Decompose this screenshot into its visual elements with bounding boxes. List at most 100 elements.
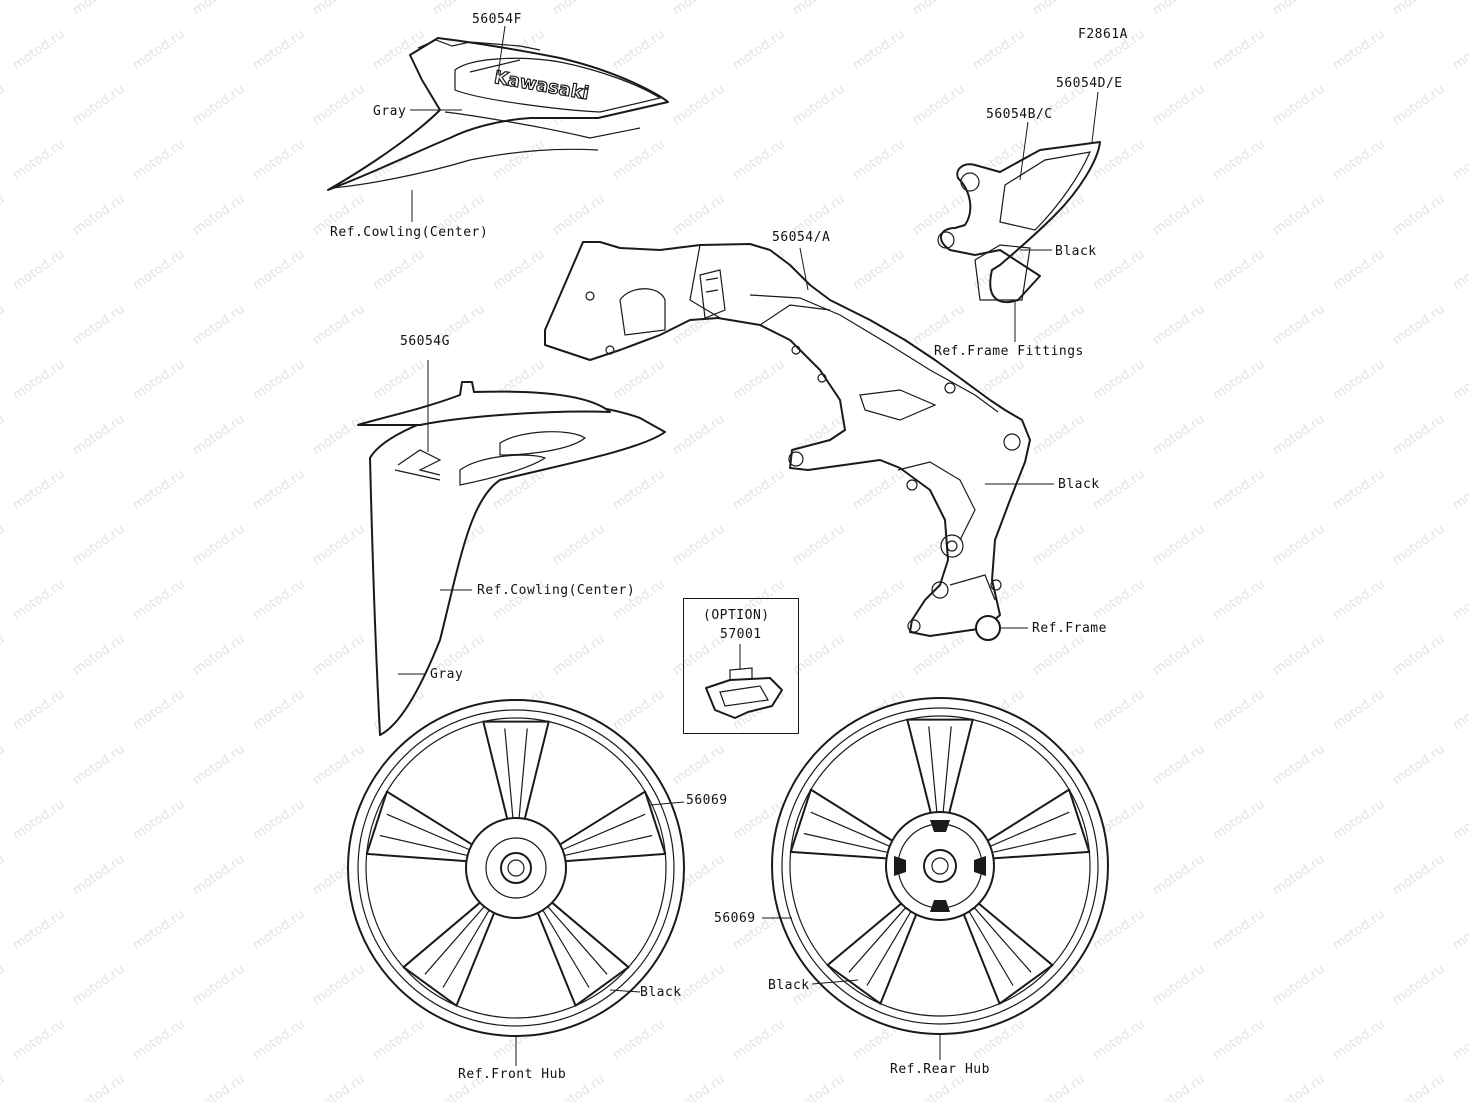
watermark-text: motod.ru <box>1150 192 1207 238</box>
watermark-text: motod.ru <box>1270 962 1327 1008</box>
watermark-text: motod.ru <box>790 522 847 568</box>
option-part-illustration <box>705 644 783 719</box>
watermark-text: motod.ru <box>1090 577 1147 623</box>
watermark-text: motod.ru <box>310 412 367 458</box>
rear-wheel-decal-label: 56069 <box>714 911 756 926</box>
watermark-text: motod.ru <box>1390 1072 1447 1102</box>
watermark-text: motod.ru <box>1390 302 1447 348</box>
watermark-text: motod.ru <box>130 467 187 513</box>
watermark-text: motod.ru <box>1270 742 1327 788</box>
watermark-text: motod.ru <box>310 1072 367 1102</box>
rear-wheel-illustration <box>762 697 1109 1060</box>
watermark-text: motod.ru <box>1330 467 1387 513</box>
watermark-text: motod.ru <box>670 192 727 238</box>
watermark-text: motod.ru <box>730 137 787 183</box>
watermark-text: motod.ru <box>70 82 127 128</box>
watermark-text: motod.ru <box>310 0 367 18</box>
front-cowl-illustration <box>357 360 666 736</box>
side-cowl-ref-label: Ref.Cowling(Center) <box>330 225 489 240</box>
option-box <box>683 598 799 734</box>
watermark-text: motod.ru <box>610 467 667 513</box>
watermark-text: motod.ru <box>610 1017 667 1063</box>
watermark-text: motod.ru <box>0 412 8 458</box>
watermark-text: motod.ru <box>70 522 127 568</box>
watermark-text: motod.ru <box>1270 0 1327 18</box>
watermark-text: motod.ru <box>850 577 907 623</box>
watermark-text: motod.ru <box>730 357 787 403</box>
watermark-text: motod.ru <box>1450 467 1469 513</box>
watermark-text: motod.ru <box>190 412 247 458</box>
watermark-text: motod.ru <box>1150 962 1207 1008</box>
watermark-text: motod.ru <box>370 247 427 293</box>
watermark-text: motod.ru <box>130 577 187 623</box>
wheel-spoke-edge <box>968 907 1032 986</box>
frame-fitting-color-label: Black <box>1055 244 1097 259</box>
frame-fitting-ref-label: Ref.Frame Fittings <box>934 344 1084 359</box>
watermark-text: motod.ru <box>730 1017 787 1063</box>
watermark-text: motod.ru <box>1270 852 1327 898</box>
watermark-text: motod.ru <box>0 1072 8 1102</box>
watermark-text: motod.ru <box>130 687 187 733</box>
watermark-text: motod.ru <box>10 687 67 733</box>
watermark-text: motod.ru <box>1150 412 1207 458</box>
watermark-text: motod.ru <box>10 137 67 183</box>
watermark-text: motod.ru <box>1090 1017 1147 1063</box>
watermark-text: motod.ru <box>850 467 907 513</box>
frame-fitting-illustration <box>937 91 1101 342</box>
watermark-text: motod.ru <box>1150 852 1207 898</box>
watermark-text: motod.ru <box>250 27 307 73</box>
watermark-text: motod.ru <box>250 467 307 513</box>
watermark-text: motod.ru <box>0 192 8 238</box>
watermark-text: motod.ru <box>1210 27 1267 73</box>
watermark-text: motod.ru <box>130 1017 187 1063</box>
watermark-text: motod.ru <box>1390 852 1447 898</box>
watermark-text: motod.ru <box>670 82 727 128</box>
watermark-text: motod.ru <box>730 27 787 73</box>
watermark-text: motod.ru <box>1210 907 1267 953</box>
watermark-text: motod.ru <box>1330 357 1387 403</box>
watermark-text: motod.ru <box>1090 687 1147 733</box>
watermark-text: motod.ru <box>1390 192 1447 238</box>
wheel-spoke-edge <box>848 907 912 986</box>
watermark-text: motod.ru <box>10 797 67 843</box>
front-wheel-color-label: Black <box>640 985 682 1000</box>
watermark-text: motod.ru <box>310 302 367 348</box>
watermark-text: motod.ru <box>1210 577 1267 623</box>
watermark-text: motod.ru <box>1150 302 1207 348</box>
side-cowl-illustration: Kawasaki <box>327 25 669 222</box>
watermark-text: motod.ru <box>1390 632 1447 678</box>
watermark-text: motod.ru <box>1390 962 1447 1008</box>
watermark-text: motod.ru <box>1330 27 1387 73</box>
watermark-text: motod.ru <box>130 27 187 73</box>
watermark-text: motod.ru <box>190 192 247 238</box>
watermark-text: motod.ru <box>370 357 427 403</box>
front-cowl-color-label: Gray <box>430 667 464 682</box>
watermark-text: motod.ru <box>1270 82 1327 128</box>
frame-fitting-decal-b-label: 56054B/C <box>986 107 1053 122</box>
watermark-text: motod.ru <box>190 852 247 898</box>
watermark-text: motod.ru <box>310 632 367 678</box>
watermark-text: motod.ru <box>130 247 187 293</box>
rear-wheel-color-label: Black <box>768 978 810 993</box>
watermark-text: motod.ru <box>130 357 187 403</box>
watermark-text: motod.ru <box>130 137 187 183</box>
watermark-text: motod.ru <box>910 632 967 678</box>
watermark-text: motod.ru <box>10 27 67 73</box>
watermark-text: motod.ru <box>190 522 247 568</box>
watermark-text: motod.ru <box>1150 82 1207 128</box>
watermark-text: motod.ru <box>250 1017 307 1063</box>
watermark-text: motod.ru <box>250 797 307 843</box>
watermark-text: motod.ru <box>850 137 907 183</box>
watermark-text: motod.ru <box>70 962 127 1008</box>
watermark-text: motod.ru <box>190 962 247 1008</box>
wheel-spoke-edge <box>504 728 528 821</box>
watermark-text: motod.ru <box>490 137 547 183</box>
watermark-text: motod.ru <box>910 302 967 348</box>
wheel-spoke-edge <box>541 904 608 988</box>
watermark-text: motod.ru <box>190 302 247 348</box>
watermark-text: motod.ru <box>250 247 307 293</box>
watermark-text: motod.ru <box>1270 412 1327 458</box>
watermark-text: motod.ru <box>130 797 187 843</box>
